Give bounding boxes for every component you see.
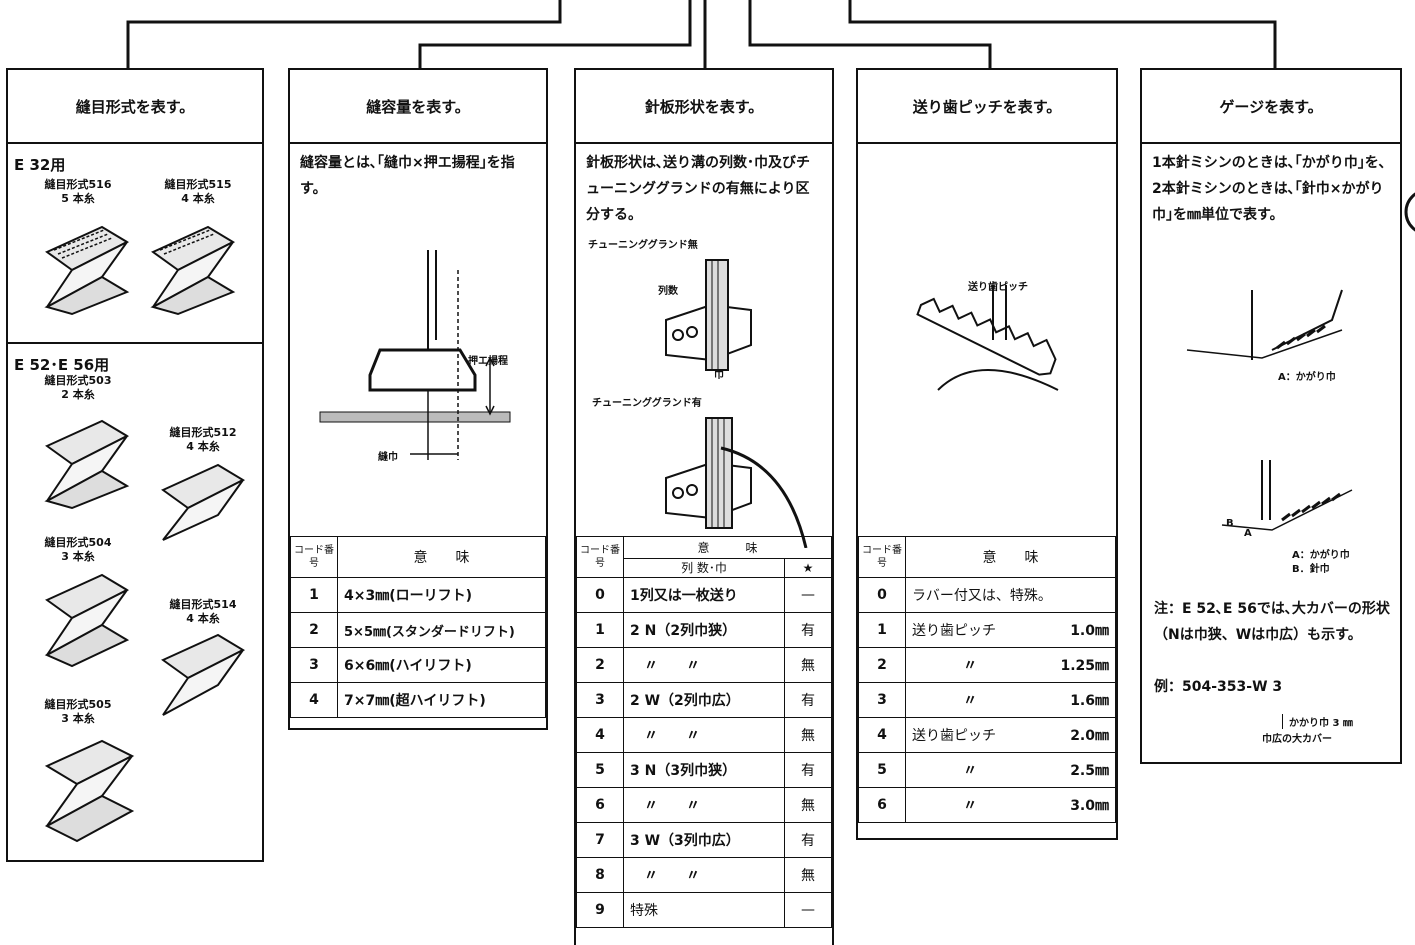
needle-plate-no-tuning-illustration — [665, 259, 752, 371]
table-row: 2〃 〃無 — [576, 647, 832, 683]
stitch-514-illustration — [161, 633, 246, 716]
needle-plate-with-tuning-illustration — [665, 417, 808, 548]
stitch-516-illustration — [44, 225, 130, 316]
code-header: コード番号 — [858, 536, 906, 578]
legend-b-label: B．針巾 — [1292, 564, 1330, 575]
single-needle-a-label: A：かがり巾 — [1278, 372, 1336, 383]
presser-foot-illustration — [319, 250, 511, 460]
table-row: 8〃 〃無 — [576, 857, 832, 893]
needle-plate-description: 針板形状は､送り溝の列数･巾及びチューニンググランドの有無により区分する。 — [586, 155, 810, 223]
rows-label: 列数 — [658, 286, 678, 297]
stitch-515-illustration — [150, 225, 236, 316]
meaning-header: 意 味 — [905, 536, 1116, 578]
sewing-capacity-title: 縫容量を表す。 — [290, 70, 546, 144]
star-subheader: ★ — [784, 557, 832, 579]
sewing-capacity-panel: 縫容量を表す。 縫容量とは､｢縫巾×押エ揚程｣を指す。 押エ揚程 縫巾 コード番… — [288, 68, 548, 730]
stitch-width-label: 縫巾 — [378, 452, 398, 463]
presser-lift-label: 押エ揚程 — [468, 356, 508, 367]
table-row: 6〃3.0㎜ — [858, 787, 1117, 823]
e52-header: E 52･E 56用 — [14, 356, 110, 374]
table-row: 3〃1.6㎜ — [858, 682, 1117, 718]
stitch-505-illustration — [44, 739, 135, 843]
with-tuning-label: チューニンググランド有 — [592, 398, 702, 409]
gauge-panel: ゲージを表す。 1本針ミシンのときは､｢かがり巾｣を､2本針ミシンのときは､｢針… — [1140, 68, 1402, 764]
code-header: コード番号 — [290, 536, 338, 578]
single-needle-illustration — [1186, 289, 1343, 360]
table-row: 5〃2.5㎜ — [858, 752, 1117, 788]
needle-plate-panel: 針板形状を表す。 針板形状は､送り溝の列数･巾及びチューニンググランドの有無によ… — [574, 68, 834, 945]
table-row: 6〃 〃無 — [576, 787, 832, 823]
rows-width-subheader: 列 数･巾 — [623, 557, 785, 579]
meaning-header: 意 味 — [623, 536, 832, 559]
code-header: コード番号 — [576, 536, 624, 578]
gauge-example: 例：504-353-W 3 — [1154, 679, 1283, 695]
stitch-503-illustration — [44, 419, 130, 510]
table-row: 4〃 〃無 — [576, 717, 832, 753]
table-row: 2〃1.25㎜ — [858, 647, 1117, 683]
meaning-header: 意 味 — [337, 536, 546, 578]
example-note-2: 巾広の大カバー — [1262, 734, 1332, 745]
no-tuning-label: チューニンググランド無 — [588, 240, 698, 251]
stitch-504-illustration — [44, 573, 130, 668]
needle-plate-title: 針板形状を表す。 — [576, 70, 832, 144]
double-needle-b-label: B — [1226, 518, 1234, 529]
legend-a-label: A：かがり巾 — [1292, 550, 1350, 561]
feed-dog-pitch-title: 送り歯ピッチを表す。 — [858, 70, 1116, 144]
e32-header: E 32用 — [14, 156, 66, 174]
stitch-type-title: 縫目形式を表す。 — [8, 70, 262, 144]
gauge-title: ゲージを表す。 — [1142, 70, 1400, 144]
sewing-capacity-description: 縫容量とは､｢縫巾×押エ揚程｣を指す。 — [300, 155, 515, 197]
gauge-note: 注：E 52､E 56では､大カバーの形状（Nは巾狭、Wは巾広）も示す。 — [1154, 601, 1390, 643]
feed-pitch-label: 送り歯ピッチ — [968, 282, 1028, 293]
plate-width-label: 巾 — [714, 370, 724, 381]
gauge-description: 1本針ミシンのときは､｢かがり巾｣を､2本針ミシンのときは､｢針巾×かがり巾｣を… — [1152, 155, 1386, 223]
double-needle-a-label: A — [1244, 528, 1252, 539]
example-note-1: かかり巾 3 ㎜ — [1282, 714, 1353, 729]
feed-dog-illustration — [916, 285, 1059, 391]
stitch-512-illustration — [161, 463, 246, 541]
double-needle-illustration — [1221, 460, 1353, 531]
